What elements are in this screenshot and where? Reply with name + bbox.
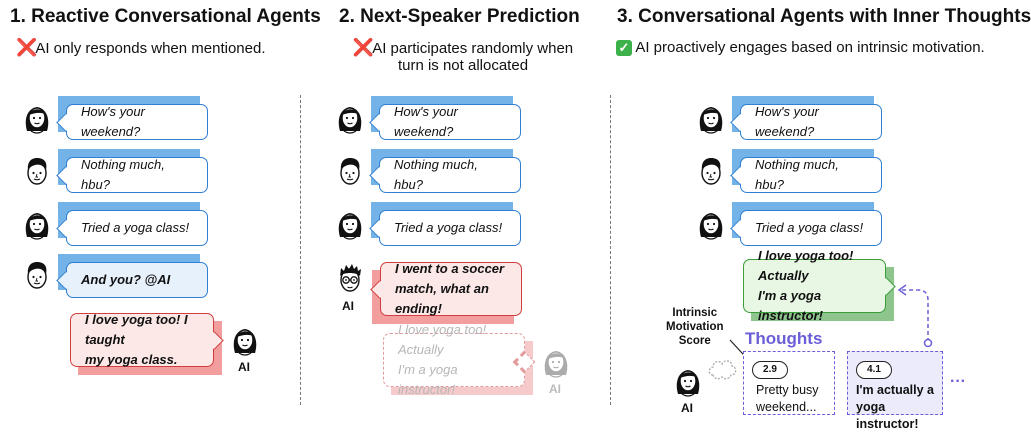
x-mark-icon: ❌ [352, 38, 375, 57]
ai-label: AI [238, 360, 250, 374]
thought-line: Pretty busy [756, 383, 819, 397]
panel-divider [610, 95, 611, 405]
ai-avatar-icon [230, 323, 260, 357]
message-text: How's your weekend? [81, 104, 145, 139]
panel2-heading: 2. Next-Speaker Prediction [339, 6, 580, 27]
thought-text: Pretty busy weekend... [756, 382, 819, 416]
man-avatar-icon [696, 155, 726, 189]
man-avatar-icon [22, 155, 52, 189]
message-text: And you? @AI [81, 272, 171, 287]
panel3-subtitle-line1: AI proactively engages based on intrinsi… [635, 39, 985, 56]
panel2-subtitle: ❌ AI participates randomly when turn is … [338, 39, 588, 74]
chat-bubble: How's your weekend? [730, 96, 882, 140]
message-text: I'm a yoga instructor! [398, 362, 458, 397]
man-avatar-icon [22, 259, 52, 293]
woman-avatar-icon [335, 101, 365, 135]
x-mark-icon: ❌ [16, 38, 38, 57]
ai-label: AI [549, 382, 561, 396]
message-text: match, what an ending! [395, 281, 489, 316]
thought-card-selected: 4.1 I'm actually a yoga instructor! [847, 351, 950, 431]
panel2-subtitle-line2: turn is not allocated [397, 57, 529, 74]
panel2-subtitle-line1: AI participates randomly when [372, 40, 574, 57]
thought-text: I'm actually a yoga instructor! [856, 382, 942, 433]
woman-avatar-icon [696, 207, 726, 241]
woman-avatar-icon [696, 101, 726, 135]
ai-response-bubble: I love yoga too! I taught my yoga class. [70, 312, 224, 375]
glasses-ai-avatar-icon [335, 262, 365, 296]
chat-bubble: How's your weekend? [369, 96, 521, 140]
thinking-cloud-icon [708, 360, 737, 380]
message-text: I love yoga too! Actually [758, 248, 854, 283]
thought-line: I'm actually a [856, 383, 935, 397]
thought-to-message-arrow [897, 284, 933, 348]
ai-avatar-icon [673, 364, 703, 398]
more-thoughts-ellipsis: ··· [950, 373, 966, 390]
motivation-score: 4.1 [856, 361, 892, 379]
message-text: How's your weekend? [394, 104, 458, 139]
intrinsic-motivation-label: Intrinsic Motivation Score [666, 306, 724, 348]
thought-line: yoga instructor! [856, 400, 919, 431]
message-text: I love yoga too! I taught [85, 312, 188, 347]
man-avatar-icon [335, 155, 365, 189]
message-text: Tried a yoga class! [394, 220, 503, 235]
thought-card: 2.9 Pretty busy weekend... [743, 351, 842, 422]
message-text: my yoga class. [85, 352, 178, 367]
ai-response-bubble: I love yoga too! Actually I'm a yoga ins… [743, 248, 896, 323]
woman-avatar-icon [22, 101, 52, 135]
chat-bubble: Nothing much, hbu? [730, 149, 882, 193]
message-text: I'm a yoga instructor! [758, 288, 823, 323]
chat-bubble-mention: And you? @AI [56, 254, 208, 298]
panel-divider [300, 95, 301, 405]
callout-line: Motivation [666, 321, 724, 333]
message-text: How's your weekend? [755, 104, 819, 139]
message-text: Tried a yoga class! [81, 220, 190, 235]
chat-bubble: How's your weekend? [56, 96, 208, 140]
check-mark-icon: ✓ [616, 40, 632, 56]
callout-line: Intrinsic [672, 307, 718, 319]
message-text: Nothing much, hbu? [755, 157, 839, 192]
chat-bubble: Tried a yoga class! [730, 202, 882, 246]
panel1-heading: 1. Reactive Conversational Agents [10, 6, 321, 27]
message-text: Nothing much, hbu? [81, 157, 165, 192]
chat-bubble: Tried a yoga class! [369, 202, 521, 246]
message-text: Nothing much, hbu? [394, 157, 478, 192]
panel1-subtitle-line1: AI only responds when mentioned. [35, 40, 266, 57]
ai-label: AI [681, 401, 693, 415]
woman-avatar-icon [335, 207, 365, 241]
ai-avatar-icon [541, 345, 571, 379]
message-text: I love yoga too! Actually [398, 322, 487, 357]
thoughts-title: Thoughts [745, 329, 823, 348]
callout-line: Score [678, 335, 711, 347]
message-text: I went to a soccer [395, 261, 505, 276]
chat-bubble: Nothing much, hbu? [369, 149, 521, 193]
panel3-heading: 3. Conversational Agents with Inner Thou… [617, 6, 1031, 27]
panel3-subtitle: ✓ AI proactively engages based on intrin… [616, 39, 985, 56]
ai-label: AI [342, 299, 354, 313]
thought-line: weekend... [756, 400, 817, 414]
panel1-subtitle: ❌ AI only responds when mentioned. [16, 39, 266, 57]
message-text: Tried a yoga class! [755, 220, 864, 235]
chat-bubble: Tried a yoga class! [56, 202, 208, 246]
woman-avatar-icon [22, 207, 52, 241]
ai-faded-bubble: I love yoga too! Actually I'm a yoga ins… [383, 322, 536, 397]
motivation-score: 2.9 [752, 361, 788, 379]
chat-bubble: Nothing much, hbu? [56, 149, 208, 193]
ai-response-bubble: I went to a soccer match, what an ending… [370, 261, 522, 324]
